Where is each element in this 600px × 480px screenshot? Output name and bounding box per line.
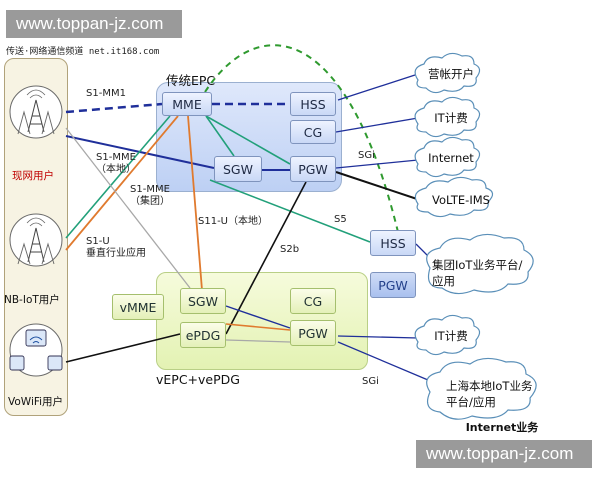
cloud-it-top-text: IT计费 bbox=[434, 111, 468, 125]
tower-icon-top bbox=[9, 85, 63, 139]
mme-node[interactable]: MME bbox=[162, 92, 212, 116]
cloud-shanghai-text: 上海本地IoT业务 平台/应用 bbox=[446, 379, 533, 409]
cg-vepc-node[interactable]: CG bbox=[290, 288, 336, 314]
s1mme-local-label: S1-MME （本地） bbox=[96, 152, 136, 175]
pgw-vepc-node[interactable]: PGW bbox=[290, 320, 336, 346]
tower-icon-middle bbox=[9, 213, 63, 267]
hss-mid-node[interactable]: HSS bbox=[370, 230, 416, 256]
cloud-group-iot bbox=[426, 233, 534, 295]
legacy-users-label: 现网用户 bbox=[12, 170, 54, 182]
sgi-top-label: SGi bbox=[358, 150, 375, 161]
s1mme-group-label: S1-MME （集团） bbox=[130, 184, 170, 207]
pgw-top-node[interactable]: PGW bbox=[290, 156, 336, 182]
vepc-region-title: vEPC+vePDG bbox=[156, 372, 240, 387]
cloud-shanghai bbox=[426, 357, 537, 420]
epdg-pgw-gray-link bbox=[225, 339, 291, 343]
cloud-internet bbox=[414, 136, 481, 178]
s2b-label: S2b bbox=[280, 244, 300, 255]
cloud-group-iot-text: 集团IoT业务平台/ 应用 bbox=[432, 258, 523, 288]
s11u-link bbox=[187, 115, 203, 291]
s1u-link bbox=[65, 127, 191, 289]
pgwv-shanghai-link bbox=[337, 341, 429, 381]
hss-account-link bbox=[337, 74, 416, 101]
cloud-it-bottom-text: IT计费 bbox=[434, 329, 468, 343]
s2b-link bbox=[225, 181, 307, 335]
cloud-volte-text: VoLTE-IMS bbox=[432, 193, 490, 207]
nbiot-mme-group-link bbox=[65, 115, 179, 251]
sgwv-pgwv-link bbox=[225, 305, 291, 329]
s1u-label: S1-U 垂直行业应用 bbox=[86, 236, 146, 259]
vmme-node[interactable]: vMME bbox=[112, 294, 164, 320]
epdg-node[interactable]: ePDG bbox=[180, 322, 226, 348]
sgw-vepc-node[interactable]: SGW bbox=[180, 288, 226, 314]
nbiot-users-label: NB-IoT用户 bbox=[4, 294, 60, 306]
epdg-pgw-link bbox=[225, 323, 291, 331]
sgi-bottom-label: SGi bbox=[362, 376, 379, 387]
pgw-mid-node[interactable]: PGW bbox=[370, 272, 416, 298]
nbiot-mme-link bbox=[65, 115, 171, 239]
wifi-device-icon bbox=[9, 323, 63, 377]
pgw-volte-link bbox=[335, 171, 421, 201]
cg-top-node[interactable]: CG bbox=[290, 120, 336, 144]
sgw-top-node[interactable]: SGW bbox=[214, 156, 262, 182]
internet-business-label: Internet业务 bbox=[465, 421, 539, 434]
watermark-top: www.toppan-jz.com bbox=[6, 10, 182, 38]
vowifi-epdg-link bbox=[65, 333, 181, 363]
epc-region-title: 传统EPC bbox=[166, 73, 216, 88]
s1mm1-link bbox=[65, 102, 163, 114]
hss-top-node[interactable]: HSS bbox=[290, 92, 336, 116]
s1mm1-label: S1-MM1 bbox=[86, 88, 126, 99]
mme-sgw-link bbox=[205, 115, 235, 157]
s11u-label: S11-U（本地） bbox=[198, 216, 268, 227]
cloud-it-top bbox=[414, 96, 481, 138]
pgw-internet-link bbox=[335, 159, 419, 169]
mme-pgw-link bbox=[205, 115, 291, 165]
s5-label: S5 bbox=[334, 214, 347, 225]
vowifi-users-label: VoWiFi用户 bbox=[8, 396, 64, 408]
cloud-account-text: 营帐开户 bbox=[428, 67, 474, 81]
cloud-internet-text: Internet bbox=[428, 151, 474, 165]
watermark-bottom: www.toppan-jz.com bbox=[416, 440, 592, 468]
source-caption: 传送·网络通信频道 net.it168.com bbox=[6, 47, 160, 57]
cloud-volte bbox=[414, 176, 494, 218]
cg-billing-link bbox=[335, 117, 419, 133]
cloud-it-bottom bbox=[414, 314, 481, 356]
cloud-account bbox=[414, 52, 481, 94]
hss-replication-arc bbox=[204, 44, 399, 233]
pgwv-billing-link bbox=[337, 335, 419, 339]
